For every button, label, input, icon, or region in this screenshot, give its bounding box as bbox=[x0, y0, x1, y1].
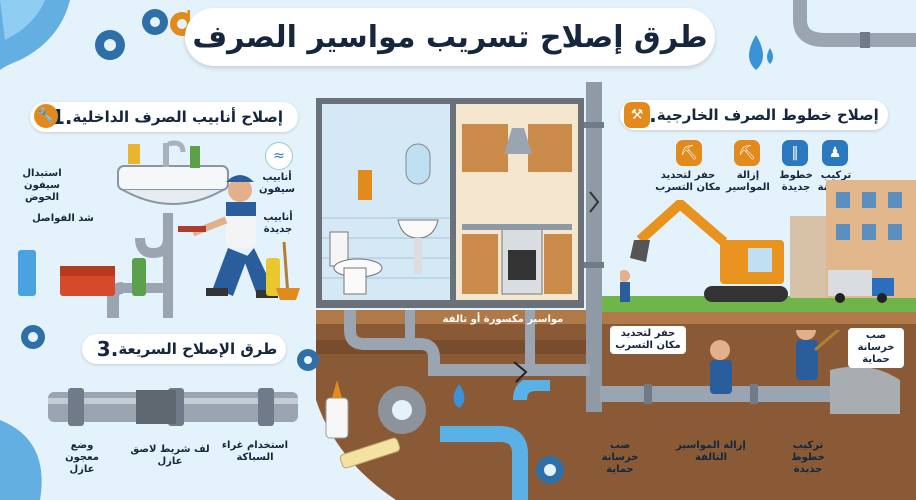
badge-label-remove-pipes: إزالة المواسير bbox=[726, 170, 770, 193]
house-cutaway bbox=[316, 98, 584, 308]
bottom-label-pour-concrete: صب خرسانة حماية bbox=[601, 440, 639, 475]
label-tighten-joints: شد الفواصل bbox=[32, 213, 94, 224]
concrete-badge-icon: ♟ bbox=[822, 140, 848, 166]
label-broken-pipes: مواسير مكسورة أو تالفة bbox=[442, 314, 564, 325]
page-title: طرق إصلاح تسريب مواسير الصرف bbox=[185, 8, 715, 66]
scene-label-dig-leak: حفر لتحديد مكان التسرب bbox=[610, 326, 686, 354]
gear-icon bbox=[297, 349, 319, 371]
grass-strip bbox=[590, 296, 916, 312]
water-splash-left bbox=[0, 0, 70, 70]
badge-label-dig-leak: حفر لتحديد مكان التسرب bbox=[655, 170, 721, 193]
badge-label-new-lines: خطوط جديدة bbox=[779, 170, 813, 193]
scene-label-pour-concrete: صب خرسانة حماية bbox=[848, 328, 904, 368]
remove-badge-icon: ⛏ bbox=[734, 140, 760, 166]
glue-and-tape bbox=[325, 380, 426, 469]
water-drop-icon bbox=[749, 35, 773, 70]
water-splash-bottom-left bbox=[0, 420, 42, 500]
bottom-label-remove-damaged: إزالة المواسير التالفة bbox=[676, 440, 746, 463]
section2-heading: إصلاح خطوط الصرف الخارجية bbox=[656, 106, 879, 124]
vertical-drain-pipe bbox=[584, 82, 604, 412]
section3-number: .3 bbox=[96, 337, 119, 361]
label-replace-siphon: استبدال سيفون الحوض bbox=[22, 168, 62, 203]
excavator bbox=[620, 200, 788, 302]
label-use-glue: استخدام غراء السباكة bbox=[221, 440, 289, 463]
section1-heading: إصلاح أنابيب الصرف الداخلية bbox=[72, 108, 284, 126]
sink-illustration bbox=[18, 140, 300, 318]
water-drop-icon bbox=[453, 384, 465, 408]
label-new-pipes: أنابيب جديدة bbox=[263, 212, 293, 235]
top-right-pipe bbox=[793, 0, 916, 48]
gear-icon bbox=[21, 325, 45, 349]
gear-icon bbox=[95, 9, 190, 60]
under-house-pipes bbox=[344, 310, 590, 389]
dig-badge-icon: ⛏ bbox=[676, 140, 702, 166]
wrench-icon: 🔧 bbox=[34, 104, 58, 128]
section1-header: إصلاح أنابيب الصرف الداخلية .1 bbox=[30, 102, 298, 132]
section2-header: إصلاح خطوط الصرف الخارجية .2 bbox=[620, 100, 888, 130]
quick-fix-pipe bbox=[48, 388, 298, 426]
underground-pipe-repair bbox=[600, 330, 900, 414]
truck bbox=[828, 270, 894, 303]
label-apply-putty: وضع معجون عازل bbox=[65, 440, 99, 475]
blue-pipes-bottom bbox=[440, 380, 550, 500]
page-title-text: طرق إصلاح تسريب مواسير الصرف bbox=[192, 19, 708, 55]
label-siphon-pipes: أنابيب سيفون bbox=[259, 172, 295, 195]
section3-heading: طرق الإصلاح السريعة bbox=[118, 340, 278, 358]
section3-header: طرق الإصلاح السريعة .3 bbox=[82, 334, 286, 364]
tools-icon: ⚒ bbox=[624, 102, 650, 128]
siphon-badge-icon: ≈ bbox=[265, 142, 293, 170]
new-lines-badge-icon: ‖ bbox=[782, 140, 808, 166]
gear-icon bbox=[536, 456, 564, 484]
bottom-label-install-new: تركيب خطوط جديدة bbox=[791, 440, 825, 475]
label-wrap-tape: لف شريط لاصق عازل bbox=[130, 444, 210, 467]
